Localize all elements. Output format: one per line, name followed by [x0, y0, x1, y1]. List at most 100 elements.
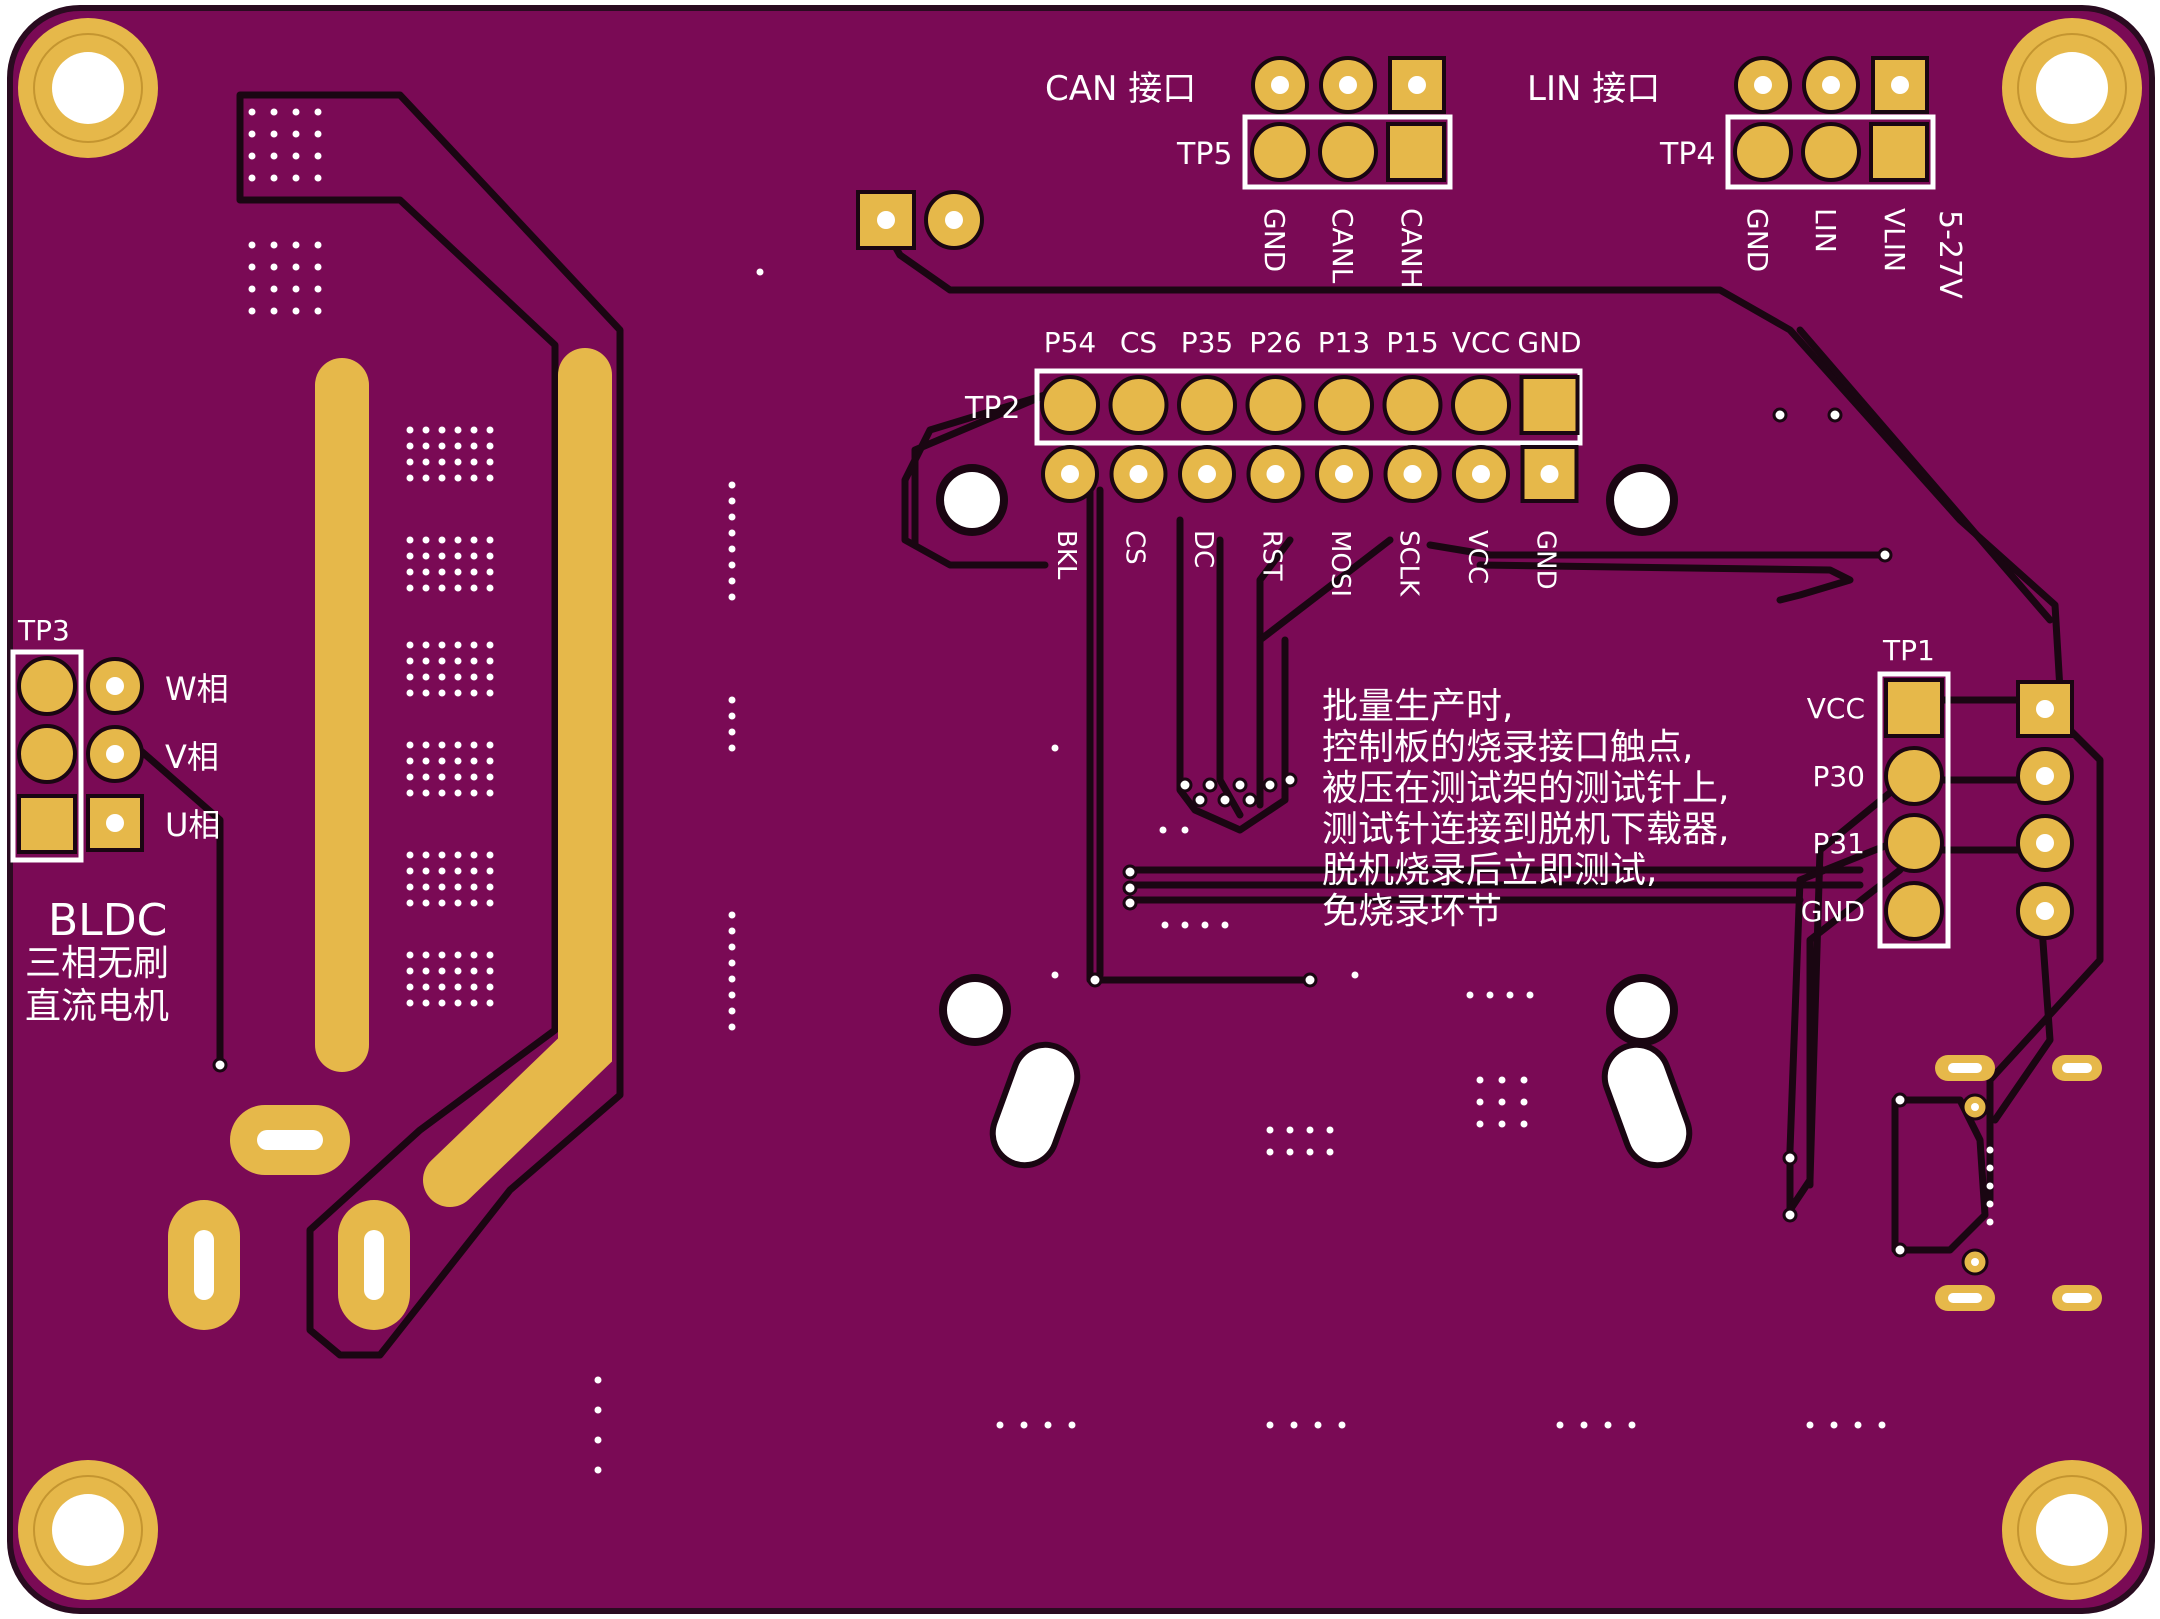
tp2-bottom-label: CS	[1120, 530, 1150, 565]
via	[486, 657, 494, 665]
via	[438, 789, 446, 797]
tp5-pin-label: GND	[1258, 208, 1291, 272]
tp2-top-label: P13	[1318, 326, 1371, 359]
via	[438, 584, 446, 592]
tp3-phase-label: W相	[165, 670, 229, 708]
via	[454, 883, 462, 891]
via	[422, 741, 430, 749]
via	[422, 689, 430, 697]
via	[314, 241, 322, 249]
via	[270, 152, 278, 160]
via	[470, 899, 478, 907]
via	[406, 641, 414, 649]
via	[1051, 971, 1059, 979]
via	[454, 673, 462, 681]
via	[1520, 1120, 1528, 1128]
via	[438, 851, 446, 859]
via	[1161, 921, 1169, 929]
via	[470, 951, 478, 959]
via	[1498, 1098, 1506, 1106]
via	[1068, 1421, 1076, 1429]
via	[728, 529, 736, 537]
small-pads	[1961, 1093, 1989, 1276]
tp5-outline	[1242, 114, 1453, 190]
via	[470, 983, 478, 991]
via	[1782, 1150, 1798, 1166]
via	[1506, 991, 1514, 999]
via	[438, 983, 446, 991]
via	[454, 584, 462, 592]
via	[292, 285, 300, 293]
via	[314, 174, 322, 182]
via	[406, 883, 414, 891]
via	[454, 536, 462, 544]
via	[406, 983, 414, 991]
via	[454, 951, 462, 959]
via	[406, 999, 414, 1007]
slot-hole	[364, 1230, 384, 1300]
tp2-bottom-label: SCLK	[1394, 530, 1424, 597]
tp2-pad-top	[1245, 375, 1306, 435]
tp2-bottom-label: MOSI	[1325, 530, 1355, 597]
via	[486, 536, 494, 544]
via	[486, 584, 494, 592]
via	[470, 999, 478, 1007]
via	[406, 689, 414, 697]
via	[728, 577, 736, 585]
small-slot-hole	[1948, 1293, 1982, 1303]
via	[486, 951, 494, 959]
vias	[212, 108, 1994, 1474]
via	[728, 513, 736, 521]
via	[406, 426, 414, 434]
tp2-top-label: P26	[1249, 326, 1302, 359]
via	[438, 657, 446, 665]
via	[270, 307, 278, 315]
via	[454, 999, 462, 1007]
note-line: 测试针连接到脱机下载器,	[1322, 809, 1729, 850]
tp4-voltage: 5-27V	[1932, 210, 1967, 299]
via	[212, 1057, 228, 1073]
via	[406, 967, 414, 975]
tp4-pin-label: LIN	[1809, 208, 1842, 253]
via	[1526, 991, 1534, 999]
via	[1476, 1098, 1484, 1106]
via	[470, 584, 478, 592]
slot-pads	[168, 1055, 2102, 1330]
via	[438, 552, 446, 560]
via	[406, 867, 414, 875]
via	[486, 641, 494, 649]
via	[454, 568, 462, 576]
via	[470, 657, 478, 665]
via	[314, 263, 322, 271]
via	[1286, 1126, 1294, 1134]
via	[728, 927, 736, 935]
via	[422, 426, 430, 434]
board-substrate	[7, 5, 2155, 1614]
via	[470, 536, 478, 544]
tp2-pad-top	[1040, 375, 1100, 435]
via	[248, 263, 256, 271]
via	[248, 152, 256, 160]
tp2-top-label: GND	[1517, 326, 1581, 359]
via	[486, 458, 494, 466]
via	[1221, 921, 1229, 929]
tp2-pad-top	[1451, 375, 1511, 435]
tp2-top-label: VCC	[1452, 326, 1510, 359]
via	[486, 757, 494, 765]
via	[1242, 792, 1258, 808]
via	[728, 1007, 736, 1015]
via	[438, 442, 446, 450]
via	[454, 741, 462, 749]
via	[1306, 1148, 1314, 1156]
via	[454, 773, 462, 781]
via	[1044, 1421, 1052, 1429]
via	[1338, 1421, 1346, 1429]
via	[470, 568, 478, 576]
via	[422, 641, 430, 649]
via	[422, 552, 430, 560]
via	[314, 307, 322, 315]
slot-hole	[194, 1230, 214, 1300]
tp5-pin-label: CANH	[1395, 208, 1428, 289]
tp5-label: TP5	[1176, 137, 1233, 172]
